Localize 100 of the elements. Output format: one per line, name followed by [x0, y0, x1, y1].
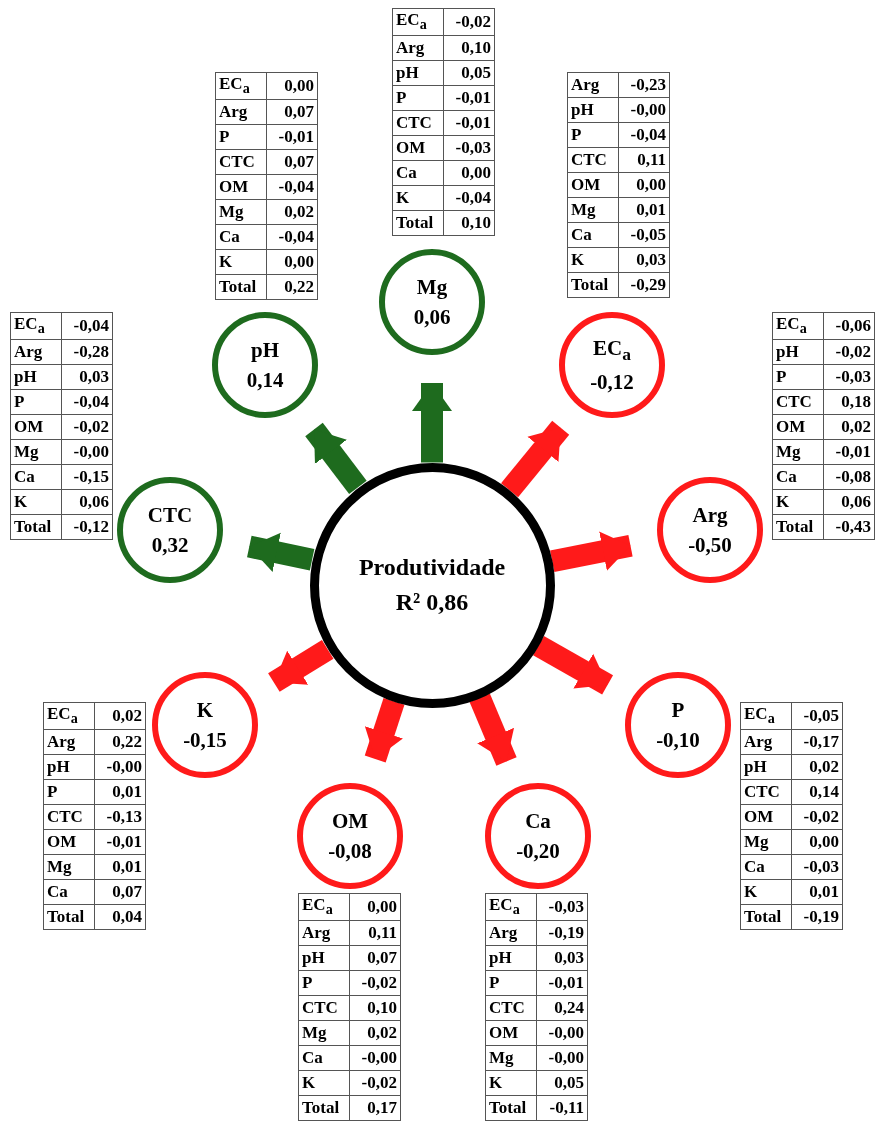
variable-name: Total	[740, 904, 792, 930]
variable-name: pH	[567, 97, 619, 123]
coefficient-value: 0,11	[349, 920, 401, 946]
variable-name: P	[392, 85, 444, 111]
coefficient-value: 0,00	[791, 829, 843, 855]
coefficient-value: -0,01	[536, 970, 588, 996]
variable-name: EC$_{a}$	[298, 893, 350, 921]
variable-name: CTC	[43, 804, 95, 830]
variable-name: Ca	[43, 879, 95, 905]
variable-name: P	[298, 970, 350, 996]
variable-name: pH	[485, 945, 537, 971]
coefficient-value: 0,00	[266, 249, 318, 275]
variable-name: Total	[10, 514, 62, 540]
coefficient-value: -0,04	[266, 174, 318, 200]
node-value: -0,50	[688, 532, 732, 559]
node-title: P	[671, 696, 685, 724]
variable-name: Ca	[567, 222, 619, 248]
variable-name: Ca	[215, 224, 267, 250]
variable-name: Mg	[43, 854, 95, 880]
coefficient-value: 0,01	[94, 854, 146, 880]
coefficient-value: -0,19	[536, 920, 588, 946]
coefficient-value: -0,01	[823, 439, 875, 465]
variable-name: K	[740, 879, 792, 905]
coefficient-value: 0,00	[618, 172, 670, 198]
variable-name: EC$_{a}$	[43, 702, 95, 730]
coefficient-value: 0,10	[349, 995, 401, 1021]
variable-name: Mg	[298, 1020, 350, 1046]
coefficient-value: 0,02	[791, 754, 843, 780]
coefficient-value: 0,04	[94, 904, 146, 930]
arrow	[501, 420, 570, 498]
variable-name: Ca	[10, 464, 62, 490]
coefficient-value: -0,03	[791, 854, 843, 880]
coefficient-value: -0,01	[443, 85, 495, 111]
variable-name: P	[485, 970, 537, 996]
node-value: -0,15	[183, 727, 227, 754]
coefficient-value: 0,00	[443, 160, 495, 186]
variable-name: Mg	[740, 829, 792, 855]
variable-name: K	[772, 489, 824, 515]
variable-name: P	[772, 364, 824, 390]
variable-name: Total	[485, 1095, 537, 1121]
variable-name: Total	[772, 514, 824, 540]
coefficient-value: 0,22	[94, 729, 146, 755]
variable-name: Total	[215, 274, 267, 300]
variable-name: Arg	[740, 729, 792, 755]
coefficient-value: -0,04	[266, 224, 318, 250]
variable-name: pH	[392, 60, 444, 86]
coefficient-value: -0,19	[791, 904, 843, 930]
coefficient-value: -0,00	[349, 1045, 401, 1071]
coefficient-value: -0,00	[94, 754, 146, 780]
coefficient-value: -0,17	[791, 729, 843, 755]
variable-name: Ca	[392, 160, 444, 186]
coefficient-value: 0,01	[618, 197, 670, 223]
variable-name: Ca	[298, 1045, 350, 1071]
arrow	[412, 383, 452, 463]
node-title: Ca	[525, 807, 551, 835]
coefficient-value: -0,12	[61, 514, 113, 540]
coefficient-value: -0,06	[823, 312, 875, 340]
variable-name: OM	[740, 804, 792, 830]
coefficient-value: -0,01	[266, 124, 318, 150]
variable-name: Arg	[10, 339, 62, 365]
variable-name: Arg	[567, 72, 619, 98]
coefficient-value: 0,06	[823, 489, 875, 515]
arrow	[364, 697, 405, 763]
variable-name: pH	[43, 754, 95, 780]
variable-name: Total	[43, 904, 95, 930]
node-title: CTC	[147, 501, 193, 529]
variable-name: Mg	[567, 197, 619, 223]
coefficient-value: 0,07	[266, 99, 318, 125]
node-title: OM	[331, 807, 369, 835]
coefficient-value: -0,15	[61, 464, 113, 490]
variable-name: CTC	[392, 110, 444, 136]
variable-name: K	[298, 1070, 350, 1096]
coefficient-value: 0,14	[791, 779, 843, 805]
variable-name: K	[485, 1070, 537, 1096]
node-title: pH	[251, 336, 279, 364]
coefficient-value: -0,03	[443, 135, 495, 161]
coefficient-value: 0,17	[349, 1095, 401, 1121]
variable-name: pH	[10, 364, 62, 390]
coefficient-value: 0,01	[791, 879, 843, 905]
coefficient-value: 0,00	[266, 72, 318, 100]
coefficient-value: -0,04	[443, 185, 495, 211]
coefficient-value: 0,03	[61, 364, 113, 390]
variable-name: OM	[43, 829, 95, 855]
node-title: Arg	[692, 501, 728, 529]
node-value: -0,10	[656, 727, 700, 754]
variable-name: P	[43, 779, 95, 805]
variable-name: pH	[298, 945, 350, 971]
coefficient-value: 0,01	[94, 779, 146, 805]
coefficient-value: -0,00	[536, 1045, 588, 1071]
variable-name: Total	[567, 272, 619, 298]
variable-name: OM	[567, 172, 619, 198]
variable-name: P	[10, 389, 62, 415]
coefficient-value: -0,00	[618, 97, 670, 123]
coefficient-value: 0,06	[61, 489, 113, 515]
coefficient-value: 0,07	[349, 945, 401, 971]
variable-name: EC$_{a}$	[10, 312, 62, 340]
variable-name: Arg	[485, 920, 537, 946]
coefficient-value: -0,01	[443, 110, 495, 136]
variable-name: Arg	[298, 920, 350, 946]
coefficient-value: 0,03	[618, 247, 670, 273]
